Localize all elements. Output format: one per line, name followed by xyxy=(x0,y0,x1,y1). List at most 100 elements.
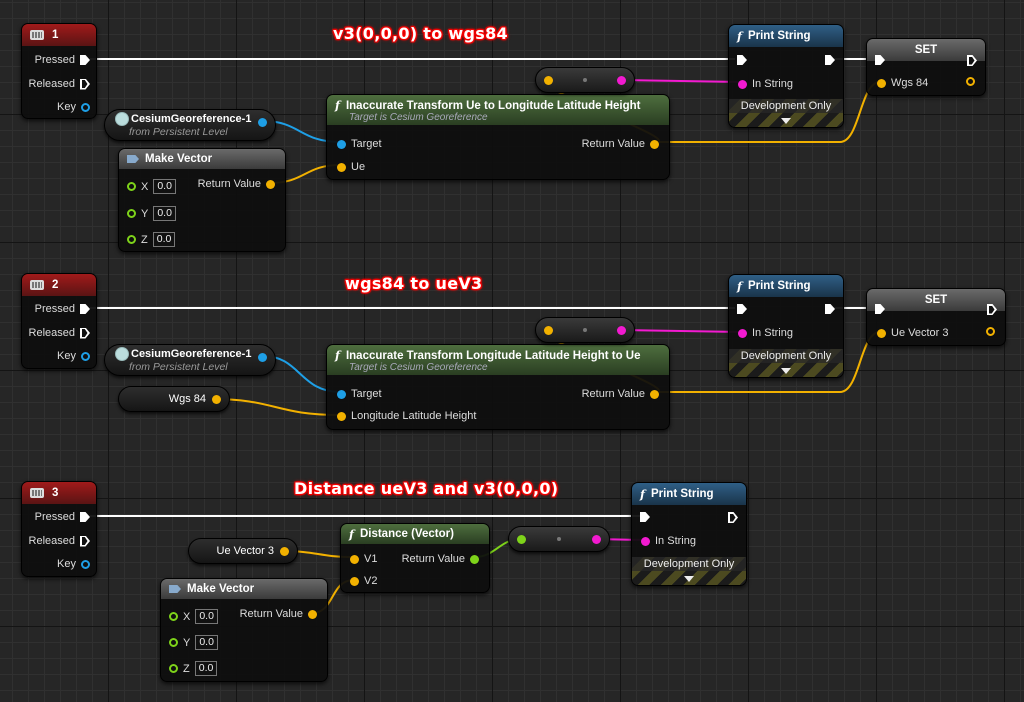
float-pin-icon[interactable] xyxy=(127,235,136,244)
x-value-field[interactable]: 0.0 xyxy=(153,179,176,194)
key-event-node-2[interactable]: 2 Pressed Released Key xyxy=(21,273,97,369)
expand-arrow-icon[interactable] xyxy=(781,368,791,374)
development-only-bar[interactable]: Development Only xyxy=(729,99,843,127)
georeference-node-1[interactable]: CesiumGeoreference-1 from Persistent Lev… xyxy=(104,109,276,141)
pin-key[interactable]: Key xyxy=(57,350,90,362)
float-pin-icon[interactable] xyxy=(127,182,136,191)
exec-out-icon[interactable] xyxy=(967,55,977,66)
float-pin-icon[interactable] xyxy=(517,535,526,544)
struct-pin-icon[interactable] xyxy=(81,351,90,361)
pin-target[interactable]: Target xyxy=(337,138,382,150)
vector-pin-icon[interactable] xyxy=(544,76,553,85)
pin-released[interactable]: Released xyxy=(29,535,90,547)
pin-ue-vector3-in[interactable]: Ue Vector 3 xyxy=(877,327,948,339)
pin-exec-in[interactable] xyxy=(737,304,747,314)
struct-pin-icon[interactable] xyxy=(81,102,90,112)
y-value-field[interactable]: 0.0 xyxy=(153,206,176,221)
string-pin-icon[interactable] xyxy=(738,79,747,89)
exec-out-icon[interactable] xyxy=(825,55,835,65)
string-pin-icon[interactable] xyxy=(641,536,650,546)
pin-exec-out[interactable] xyxy=(825,304,835,314)
pin-exec-in[interactable] xyxy=(737,55,747,65)
pin-in-string[interactable]: In String xyxy=(738,327,793,339)
pin-key[interactable]: Key xyxy=(57,558,90,570)
z-value-field[interactable]: 0.0 xyxy=(152,232,176,247)
pin-key[interactable]: Key xyxy=(57,101,90,113)
pin-exec-in[interactable] xyxy=(875,304,885,314)
get-wgs84-node[interactable]: Wgs 84 xyxy=(118,386,230,412)
pin-v2[interactable]: V2 xyxy=(350,575,377,587)
exec-out-icon[interactable] xyxy=(80,79,90,90)
pin-pressed[interactable]: Pressed xyxy=(35,303,90,315)
pin-in-string[interactable]: In String xyxy=(738,78,793,90)
conversion-node-2[interactable] xyxy=(535,317,635,343)
vector-pin-icon[interactable] xyxy=(337,411,346,421)
pin-exec-in[interactable] xyxy=(640,512,650,522)
string-pin-icon[interactable] xyxy=(617,76,626,85)
object-pin-icon[interactable] xyxy=(258,353,267,362)
pin-return-value[interactable]: Return Value xyxy=(582,138,659,150)
expand-arrow-icon[interactable] xyxy=(684,576,694,582)
float-pin-icon[interactable] xyxy=(127,209,136,218)
pin-exec-out[interactable] xyxy=(825,55,835,65)
object-pin-icon[interactable] xyxy=(337,389,346,399)
pin-ue[interactable]: Ue xyxy=(337,161,365,173)
vector-pin-icon[interactable] xyxy=(650,389,659,399)
pin-in-string[interactable]: In String xyxy=(641,535,696,547)
georeference-node-2[interactable]: CesiumGeoreference-1 from Persistent Lev… xyxy=(104,344,276,376)
vector-pin-icon[interactable] xyxy=(966,77,975,86)
z-value-field[interactable]: 0.0 xyxy=(194,661,218,676)
pin-exec-out[interactable] xyxy=(987,304,997,315)
pin-return-value[interactable]: Return Value xyxy=(582,388,659,400)
set-ue-vector3-node[interactable]: SET Ue Vector 3 xyxy=(866,288,1006,346)
pin-wgs84-in[interactable]: Wgs 84 xyxy=(877,77,928,89)
exec-out-icon[interactable] xyxy=(825,304,835,314)
pin-exec-out[interactable] xyxy=(728,512,738,523)
conversion-node-1[interactable] xyxy=(535,67,635,93)
vector-pin-icon[interactable] xyxy=(877,328,886,338)
vector-pin-icon[interactable] xyxy=(337,162,346,172)
development-only-bar[interactable]: Development Only xyxy=(632,557,746,585)
pin-exec-out[interactable] xyxy=(967,55,977,66)
vector-pin-icon[interactable] xyxy=(986,327,995,336)
pin-ue-vector3-out[interactable] xyxy=(986,327,995,336)
exec-out-icon[interactable] xyxy=(80,512,90,522)
exec-out-icon[interactable] xyxy=(80,328,90,339)
y-value-field[interactable]: 0.0 xyxy=(195,635,218,650)
expand-arrow-icon[interactable] xyxy=(781,118,791,124)
vector-pin-icon[interactable] xyxy=(877,78,886,88)
exec-out-icon[interactable] xyxy=(80,536,90,547)
float-pin-icon[interactable] xyxy=(169,612,178,621)
vector-pin-icon[interactable] xyxy=(544,326,553,335)
string-pin-icon[interactable] xyxy=(617,326,626,335)
vector-pin-icon[interactable] xyxy=(350,576,359,586)
float-pin-icon[interactable] xyxy=(169,638,178,647)
set-wgs84-node[interactable]: SET Wgs 84 xyxy=(866,38,986,96)
vector-pin-icon[interactable] xyxy=(280,546,289,556)
pin-return-value[interactable]: Return Value xyxy=(240,608,317,620)
x-value-field[interactable]: 0.0 xyxy=(195,609,218,624)
pin-target[interactable]: Target xyxy=(337,388,382,400)
pin-released[interactable]: Released xyxy=(29,78,90,90)
exec-out-icon[interactable] xyxy=(80,304,90,314)
struct-pin-icon[interactable] xyxy=(81,559,90,569)
exec-in-icon[interactable] xyxy=(875,55,885,65)
exec-in-icon[interactable] xyxy=(737,304,747,314)
pin-pressed[interactable]: Pressed xyxy=(35,511,90,523)
conversion-node-3[interactable] xyxy=(508,526,610,552)
string-pin-icon[interactable] xyxy=(738,328,747,338)
exec-in-icon[interactable] xyxy=(640,512,650,522)
string-pin-icon[interactable] xyxy=(592,535,601,544)
key-event-node-3[interactable]: 3 Pressed Released Key xyxy=(21,481,97,577)
key-event-node-1[interactable]: 1 Pressed Released Key xyxy=(21,23,97,119)
exec-out-icon[interactable] xyxy=(80,55,90,65)
exec-in-icon[interactable] xyxy=(875,304,885,314)
